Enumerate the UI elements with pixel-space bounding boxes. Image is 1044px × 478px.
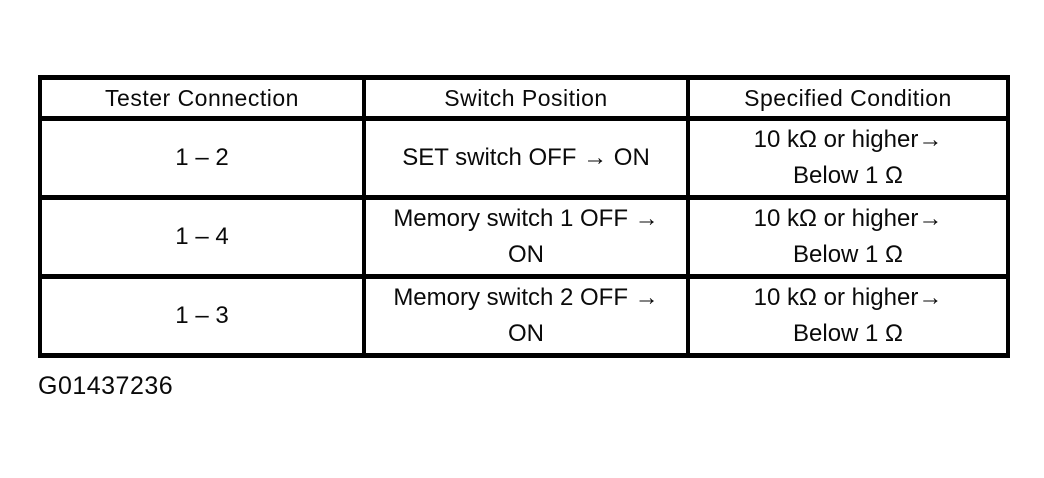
- table-row: 1 – 2 SET switch OFF → ON 10 kΩ or highe…: [38, 116, 1010, 200]
- tester-connection-cell: 1 – 3: [38, 274, 366, 358]
- column-header-switch-position: Switch Position: [362, 75, 690, 121]
- column-header-tester-connection: Tester Connection: [38, 75, 366, 121]
- tester-connection-cell: 1 – 2: [38, 116, 366, 200]
- spec-table: Tester Connection Switch Position Specif…: [38, 75, 1010, 358]
- specified-condition-cell: 10 kΩ or higher→ Below 1 Ω: [686, 195, 1010, 279]
- figure-id-caption: G01437236: [38, 372, 174, 400]
- table-row: 1 – 4 Memory switch 1 OFF → ON 10 kΩ or …: [38, 195, 1010, 279]
- specified-condition-cell: 10 kΩ or higher→ Below 1 Ω: [686, 274, 1010, 358]
- switch-position-cell: Memory switch 2 OFF → ON: [362, 274, 690, 358]
- tester-connection-cell: 1 – 4: [38, 195, 366, 279]
- table-row: 1 – 3 Memory switch 2 OFF → ON 10 kΩ or …: [38, 274, 1010, 358]
- switch-position-cell: Memory switch 1 OFF → ON: [362, 195, 690, 279]
- switch-position-cell: SET switch OFF → ON: [362, 116, 690, 200]
- specified-condition-cell: 10 kΩ or higher→ Below 1 Ω: [686, 116, 1010, 200]
- table-header-row: Tester Connection Switch Position Specif…: [38, 75, 1010, 121]
- column-header-specified-condition: Specified Condition: [686, 75, 1010, 121]
